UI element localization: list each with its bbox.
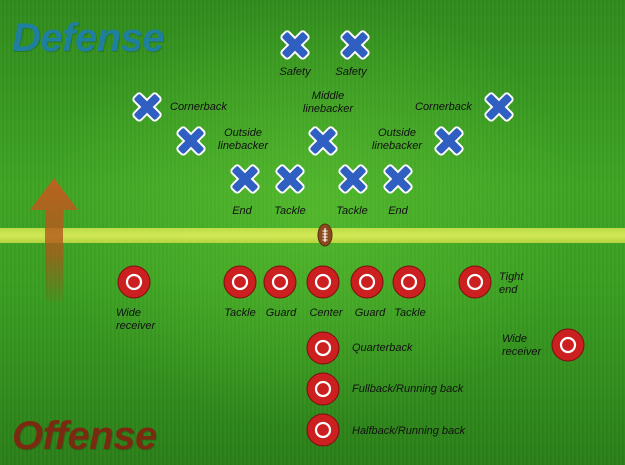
defense-cornerback-right-icon xyxy=(484,92,514,122)
label-guard-right: Guard xyxy=(354,307,386,319)
defense-title: Defense xyxy=(12,16,165,60)
label-cornerback-right: Cornerback xyxy=(415,101,472,113)
label-safety-left: Safety xyxy=(279,66,311,78)
offense-guard-right-icon xyxy=(350,265,384,299)
label-tight-end: Tight end xyxy=(499,271,524,296)
label-fullback: Fullback/Running back xyxy=(352,383,464,395)
defense-safety-right-icon xyxy=(340,30,370,60)
label-guard-left: Guard xyxy=(265,307,297,319)
defense-tackle-left-icon xyxy=(275,164,305,194)
label-outside-linebacker-right: Outside linebacker xyxy=(371,127,423,152)
defense-outside-linebacker-left-icon xyxy=(176,126,206,156)
label-middle-linebacker: Middle linebacker xyxy=(302,90,354,115)
offense-wide-receiver-left-icon xyxy=(117,265,151,299)
defense-cornerback-left-icon xyxy=(132,92,162,122)
offense-tackle-left-icon xyxy=(223,265,257,299)
label-cornerback-left: Cornerback xyxy=(170,101,227,113)
football-icon xyxy=(317,223,333,247)
label-halfback: Halfback/Running back xyxy=(352,425,466,437)
label-end-left: End xyxy=(232,205,252,217)
offense-tackle-right-icon xyxy=(392,265,426,299)
defense-outside-linebacker-right-icon xyxy=(434,126,464,156)
label-wide-receiver-left: Wide receiver xyxy=(116,307,156,332)
label-outside-linebacker-left: Outside linebacker xyxy=(217,127,269,152)
label-tackle-right: Tackle xyxy=(394,307,426,319)
up-arrow-icon xyxy=(30,178,78,302)
defense-end-left-icon xyxy=(230,164,260,194)
label-tackle-left: Tackle xyxy=(224,307,256,319)
line-of-scrimmage xyxy=(0,228,625,243)
offense-wide-receiver-right-icon xyxy=(551,328,585,362)
defense-tackle-right-icon xyxy=(338,164,368,194)
offense-tight-end-icon xyxy=(458,265,492,299)
offense-quarterback-icon xyxy=(306,331,340,365)
label-quarterback: Quarterback xyxy=(352,342,413,354)
offense-fullback-icon xyxy=(306,372,340,406)
defense-middle-linebacker-icon xyxy=(308,126,338,156)
offense-center-icon xyxy=(306,265,340,299)
defense-safety-left-icon xyxy=(280,30,310,60)
label-end-right: End xyxy=(388,205,408,217)
offense-halfback-icon xyxy=(306,413,340,447)
offense-title: Offense xyxy=(12,414,157,458)
label-tackle-right: Tackle xyxy=(336,205,368,217)
offense-guard-left-icon xyxy=(263,265,297,299)
defense-end-right-icon xyxy=(383,164,413,194)
label-wide-receiver-right: Wide receiver xyxy=(502,333,542,358)
label-center: Center xyxy=(309,307,343,319)
label-tackle-left: Tackle xyxy=(274,205,306,217)
label-safety-right: Safety xyxy=(335,66,367,78)
